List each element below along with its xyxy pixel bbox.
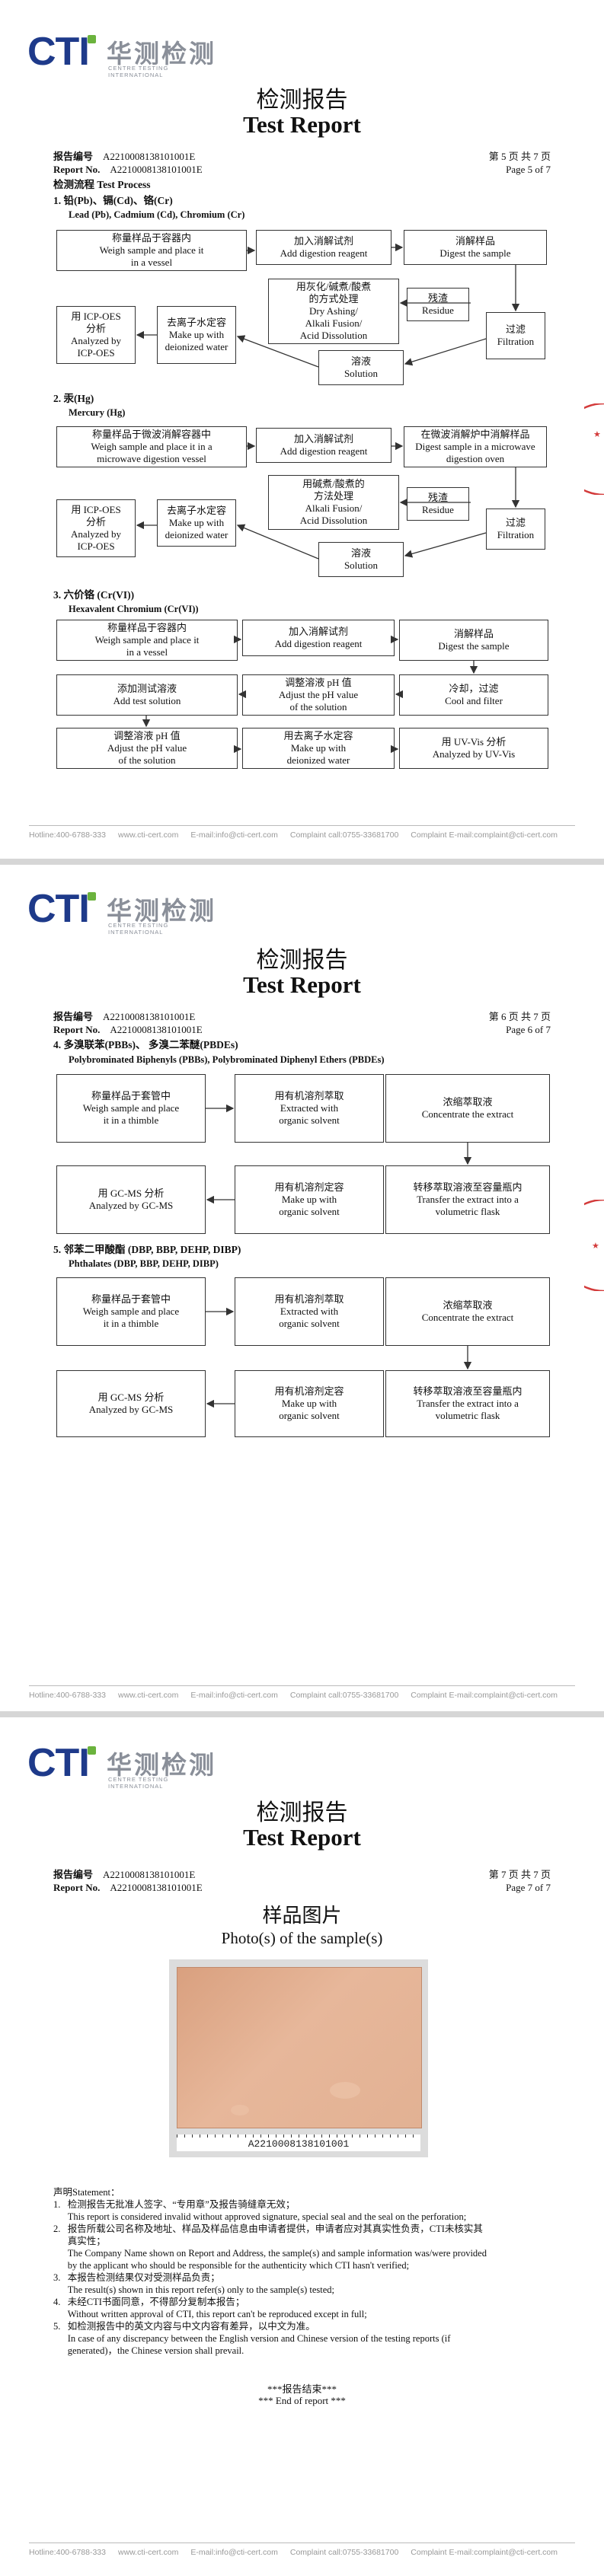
report-number: 报告编号 A2210008138101001E Report No. A2210… bbox=[53, 151, 203, 175]
logo-dot-icon bbox=[88, 35, 96, 43]
perforation-seal-fragment: ★ bbox=[584, 1200, 604, 1291]
flow-box-adjust-ph-1: 调整溶液 pH 值 Adjust the pH value of the sol… bbox=[242, 674, 395, 716]
report-page-6: CTI 华测检测 CENTRE TESTING INTERNATIONAL 检测… bbox=[0, 865, 604, 1723]
flow-arrows-2 bbox=[136, 442, 520, 560]
statement: 声明Statement： 1. 检测报告无批准人签字、“专用章”及报告骑缝章无效… bbox=[53, 2187, 487, 2356]
cti-logo: CTI 华测检测 CENTRE TESTING INTERNATIONAL bbox=[27, 30, 216, 78]
section-1-subtitle: Lead (Pb), Cadmium (Cd), Chromium (Cr) bbox=[69, 209, 245, 220]
section-4-title: 4. 多溴联苯(PBBs)、 多溴二苯醚(PBDEs) bbox=[53, 1039, 238, 1050]
title-en: Test Report bbox=[243, 111, 361, 138]
flow-box-transfer-phth: 转移萃取溶液至容量瓶内 Transfer the extract into a … bbox=[385, 1370, 550, 1437]
title-cn: 检测报告 bbox=[256, 947, 348, 974]
flow-box-digest-hg: 在微波消解炉中消解样品 Digest sample in a microwave… bbox=[404, 426, 547, 467]
end-of-report-cn: ***报告结束*** bbox=[267, 2383, 337, 2395]
photo-title-cn: 样品图片 bbox=[262, 1905, 342, 1927]
flow-box-add-reagent-cr6: 加入消解试剂 Add digestion reagent bbox=[242, 620, 395, 656]
flow-box-gcms: 用 GC-MS 分析 Analyzed by GC-MS bbox=[56, 1165, 206, 1234]
flow-box-add-reagent-hg: 加入消解试剂 Add digestion reagent bbox=[256, 428, 391, 463]
flow-box-ashing: 用灰化/碱煮/酸煮 的方式处理 Dry Ashing/ Alkali Fusio… bbox=[268, 279, 399, 344]
perforation-seal-fragment: ★ bbox=[584, 403, 604, 495]
flow-box-residue-hg: 残渣 Residue bbox=[407, 487, 469, 521]
flow-box-weigh: 称量样品于容器内 Weigh sample and place it in a … bbox=[56, 230, 247, 271]
section-3-subtitle: Hexavalent Chromium (Cr(VI)) bbox=[69, 604, 199, 614]
report-number: 报告编号 A2210008138101001E Report No. A2210… bbox=[53, 1869, 203, 1893]
sample-label: A2210008138101001 bbox=[177, 2134, 420, 2151]
flow-box-add-reagent: 加入消解试剂 Add digestion reagent bbox=[256, 230, 391, 265]
flow-box-alkali-hg: 用碱煮/酸煮的 方法处理 Alkali Fusion/ Acid Dissolu… bbox=[268, 475, 399, 530]
flow-box-concentrate-phth: 浓缩萃取液 Concentrate the extract bbox=[385, 1277, 550, 1346]
flow-box-solution: 溶液 Solution bbox=[318, 350, 404, 385]
flow-box-extract-phth: 用有机溶剂萃取 Extracted with organic solvent bbox=[235, 1277, 384, 1346]
flow-arrows-4 bbox=[206, 1104, 472, 1204]
flow-arrows-1 bbox=[136, 243, 520, 368]
title-cn: 检测报告 bbox=[256, 87, 348, 113]
title-en: Test Report bbox=[243, 971, 361, 998]
logo-dot-icon bbox=[88, 1746, 96, 1755]
flow-box-icp-hg: 用 ICP-OES 分析 Analyzed by ICP-OES bbox=[56, 499, 136, 557]
flow-box-makeup-solvent: 用有机溶剂定容 Make up with organic solvent bbox=[235, 1165, 384, 1234]
flow-box-cool-filter: 冷却，过滤 Cool and filter bbox=[399, 674, 548, 716]
page-separator bbox=[0, 859, 604, 865]
flow-box-extract: 用有机溶剂萃取 Extracted with organic solvent bbox=[235, 1074, 384, 1143]
flow-box-add-test-solution: 添加测试溶液 Add test solution bbox=[56, 674, 238, 716]
flow-box-digest: 消解样品 Digest the sample bbox=[404, 230, 547, 265]
flow-box-gcms-phth: 用 GC-MS 分析 Analyzed by GC-MS bbox=[56, 1370, 206, 1437]
flow-box-concentrate: 浓缩萃取液 Concentrate the extract bbox=[385, 1074, 550, 1143]
section-2-subtitle: Mercury (Hg) bbox=[69, 407, 126, 418]
flow-box-transfer: 转移萃取溶液至容量瓶内 Transfer the extract into a … bbox=[385, 1165, 550, 1234]
flow-box-weigh-thimble: 称量样品于套管中 Weigh sample and place it in a … bbox=[56, 1074, 206, 1143]
section-1-title: 1. 铅(Pb)、镉(Cd)、铬(Cr) bbox=[53, 195, 173, 206]
flow-box-icp: 用 ICP-OES 分析 Analyzed by ICP-OES bbox=[56, 306, 136, 364]
flow-box-residue: 残渣 Residue bbox=[407, 288, 469, 321]
flow-box-weigh-thimble-phth: 称量样品于套管中 Weigh sample and place it in a … bbox=[56, 1277, 206, 1346]
flow-box-weigh-cr6: 称量样品于容器内 Weigh sample and place it in a … bbox=[56, 620, 238, 661]
flow-box-filtration-hg: 过滤 Filtration bbox=[486, 509, 545, 550]
flow-box-filtration: 过滤 Filtration bbox=[486, 312, 545, 359]
cti-logo: CTI 华测检测 CENTRE TESTING INTERNATIONAL bbox=[27, 887, 216, 936]
title-cn: 检测报告 bbox=[256, 1800, 348, 1826]
svg-text:★: ★ bbox=[593, 429, 601, 439]
section-5-subtitle: Phthalates (DBP, BBP, DEHP, DIBP) bbox=[69, 1258, 219, 1269]
flow-box-deionized-hg: 去离子水定容 Make up with deionized water bbox=[157, 499, 236, 547]
title-en: Test Report bbox=[243, 1824, 361, 1851]
flow-arrows-5 bbox=[206, 1307, 472, 1408]
sample-photo: A2210008138101001 bbox=[169, 1959, 428, 2157]
process-title: 检测流程 Test Process bbox=[53, 179, 151, 190]
section-5-title: 5. 邻苯二甲酸酯 (DBP, BBP, DEHP, DIBP) bbox=[53, 1244, 241, 1255]
svg-text:★: ★ bbox=[592, 1241, 599, 1251]
flow-box-digest-cr6: 消解样品 Digest the sample bbox=[399, 620, 548, 661]
report-number: 报告编号 A2210008138101001E Report No. A2210… bbox=[53, 1011, 203, 1035]
section-2-title: 2. 汞(Hg) bbox=[53, 393, 94, 404]
flow-box-deionized-cr6: 用去离子水定容 Make up with deionized water bbox=[242, 728, 395, 769]
photo-title-en: Photo(s) of the sample(s) bbox=[221, 1929, 383, 1947]
flow-box-makeup-solvent-phth: 用有机溶剂定容 Make up with organic solvent bbox=[235, 1370, 384, 1437]
page-separator bbox=[0, 1711, 604, 1717]
flow-box-solution-hg: 溶液 Solution bbox=[318, 542, 404, 577]
flow-box-weigh-hg: 称量样品于微波消解容器中 Weigh sample and place it i… bbox=[56, 426, 247, 467]
flow-box-deionized: 去离子水定容 Make up with deionized water bbox=[157, 306, 236, 364]
flow-box-adjust-ph-2: 调整溶液 pH 值 Adjust the pH value of the sol… bbox=[56, 728, 238, 769]
logo-dot-icon bbox=[88, 892, 96, 901]
end-of-report-en: *** End of report *** bbox=[258, 2395, 346, 2406]
section-4-subtitle: Polybrominated Biphenyls (PBBs), Polybro… bbox=[69, 1054, 385, 1065]
sample-plate bbox=[177, 1967, 422, 2128]
report-page-5: CTI 华测检测 CENTRE TESTING INTERNATIONAL 检测… bbox=[0, 0, 604, 859]
section-3-title: 3. 六价铬 (Cr(VI)) bbox=[53, 589, 135, 601]
flow-box-uv-vis: 用 UV-Vis 分析 Analyzed by UV-Vis bbox=[399, 728, 548, 769]
flow-arrows-3 bbox=[142, 635, 478, 754]
cti-logo: CTI 华测检测 CENTRE TESTING INTERNATIONAL bbox=[27, 1741, 216, 1790]
